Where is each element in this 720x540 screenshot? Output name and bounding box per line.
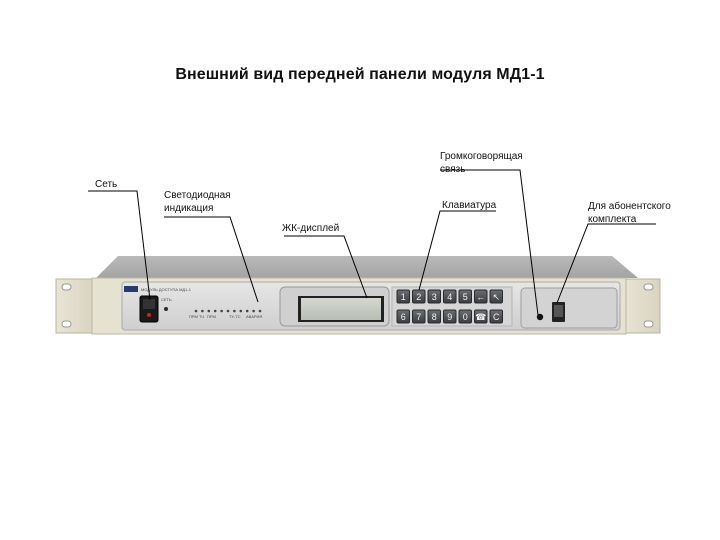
svg-text:9: 9 — [447, 312, 452, 322]
keypad-key[interactable]: 9 — [443, 309, 457, 324]
power-led — [164, 307, 168, 311]
keypad-key[interactable]: C — [489, 309, 503, 324]
callout-power: Сеть — [95, 179, 118, 190]
callout-leds: Светодиодная индикация — [164, 190, 231, 214]
subscriber-block — [520, 287, 618, 329]
led — [194, 309, 198, 313]
keypad-key[interactable]: 3 — [427, 289, 441, 304]
rack-ear-right — [621, 278, 661, 334]
keypad-key[interactable]: 8 — [427, 309, 441, 324]
callout-lcd: ЖК-дисплей — [282, 223, 340, 234]
lcd-module — [279, 286, 390, 327]
led — [201, 309, 204, 313]
leader-subscriber — [556, 223, 656, 304]
svg-text:1: 1 — [401, 292, 406, 302]
keypad-key[interactable]: ← — [474, 289, 488, 304]
leader-power — [88, 190, 151, 301]
led — [226, 309, 230, 313]
led — [258, 309, 262, 313]
keypad-key[interactable]: 1 — [396, 289, 410, 304]
brand-logo — [124, 286, 138, 292]
leader-keypad — [418, 210, 496, 291]
svg-text:3: 3 — [432, 292, 437, 302]
keypad-key[interactable]: 7 — [412, 309, 426, 324]
page-title: Внешний вид передней панели модуля МД1-1 — [175, 66, 545, 83]
svg-text:←: ← — [476, 292, 485, 302]
power-label: СЕТЬ — [161, 297, 172, 302]
svg-text:2: 2 — [416, 292, 421, 302]
keypad-key[interactable]: ↖ — [489, 289, 503, 304]
led-group-label: АВАРИЯ — [246, 314, 262, 319]
keypad-key[interactable]: ☎ — [474, 309, 488, 324]
callout-keypad: Клавиатура — [442, 200, 497, 211]
leader-loudspeaker — [440, 169, 539, 316]
led — [213, 309, 217, 313]
led — [252, 309, 255, 313]
chassis-top — [96, 256, 638, 278]
svg-text:0: 0 — [463, 312, 468, 322]
leader-leds — [164, 216, 259, 303]
svg-text:6: 6 — [401, 312, 406, 322]
svg-text:☎: ☎ — [475, 312, 486, 322]
svg-text:8: 8 — [432, 312, 437, 322]
keypad-key[interactable]: 0 — [458, 309, 472, 324]
svg-text:↖: ↖ — [492, 292, 500, 302]
keypad-key[interactable]: 6 — [396, 309, 410, 324]
svg-text:7: 7 — [416, 312, 421, 322]
leader-lcd — [284, 235, 368, 299]
keypad-key[interactable]: 4 — [443, 289, 457, 304]
led — [239, 309, 243, 313]
led — [233, 309, 236, 313]
brand-label: МОДУЛЬ ДОСТУПА МД1-1 — [141, 287, 192, 292]
led — [207, 309, 211, 313]
led-group-label: ТУ-ТС — [229, 314, 241, 319]
callout-subscriber: Для абонентского комплекта — [588, 201, 671, 225]
svg-text:5: 5 — [463, 292, 468, 302]
svg-text:C: C — [493, 312, 500, 322]
led — [245, 309, 249, 313]
callout-loudspeaker: Громкоговорящая связь — [440, 151, 523, 175]
power-switch — [139, 295, 159, 323]
loudspeaker-jack — [536, 313, 544, 321]
svg-text:4: 4 — [447, 292, 452, 302]
keypad-key[interactable]: 2 — [412, 289, 426, 304]
rack-ear-left — [55, 278, 95, 334]
keypad-key[interactable]: 5 — [458, 289, 472, 304]
led-group-label: ПРМ — [207, 314, 216, 319]
led — [220, 309, 223, 313]
led-group-label: ПРМ ТЧ — [189, 314, 204, 319]
leader-lines — [88, 169, 656, 316]
